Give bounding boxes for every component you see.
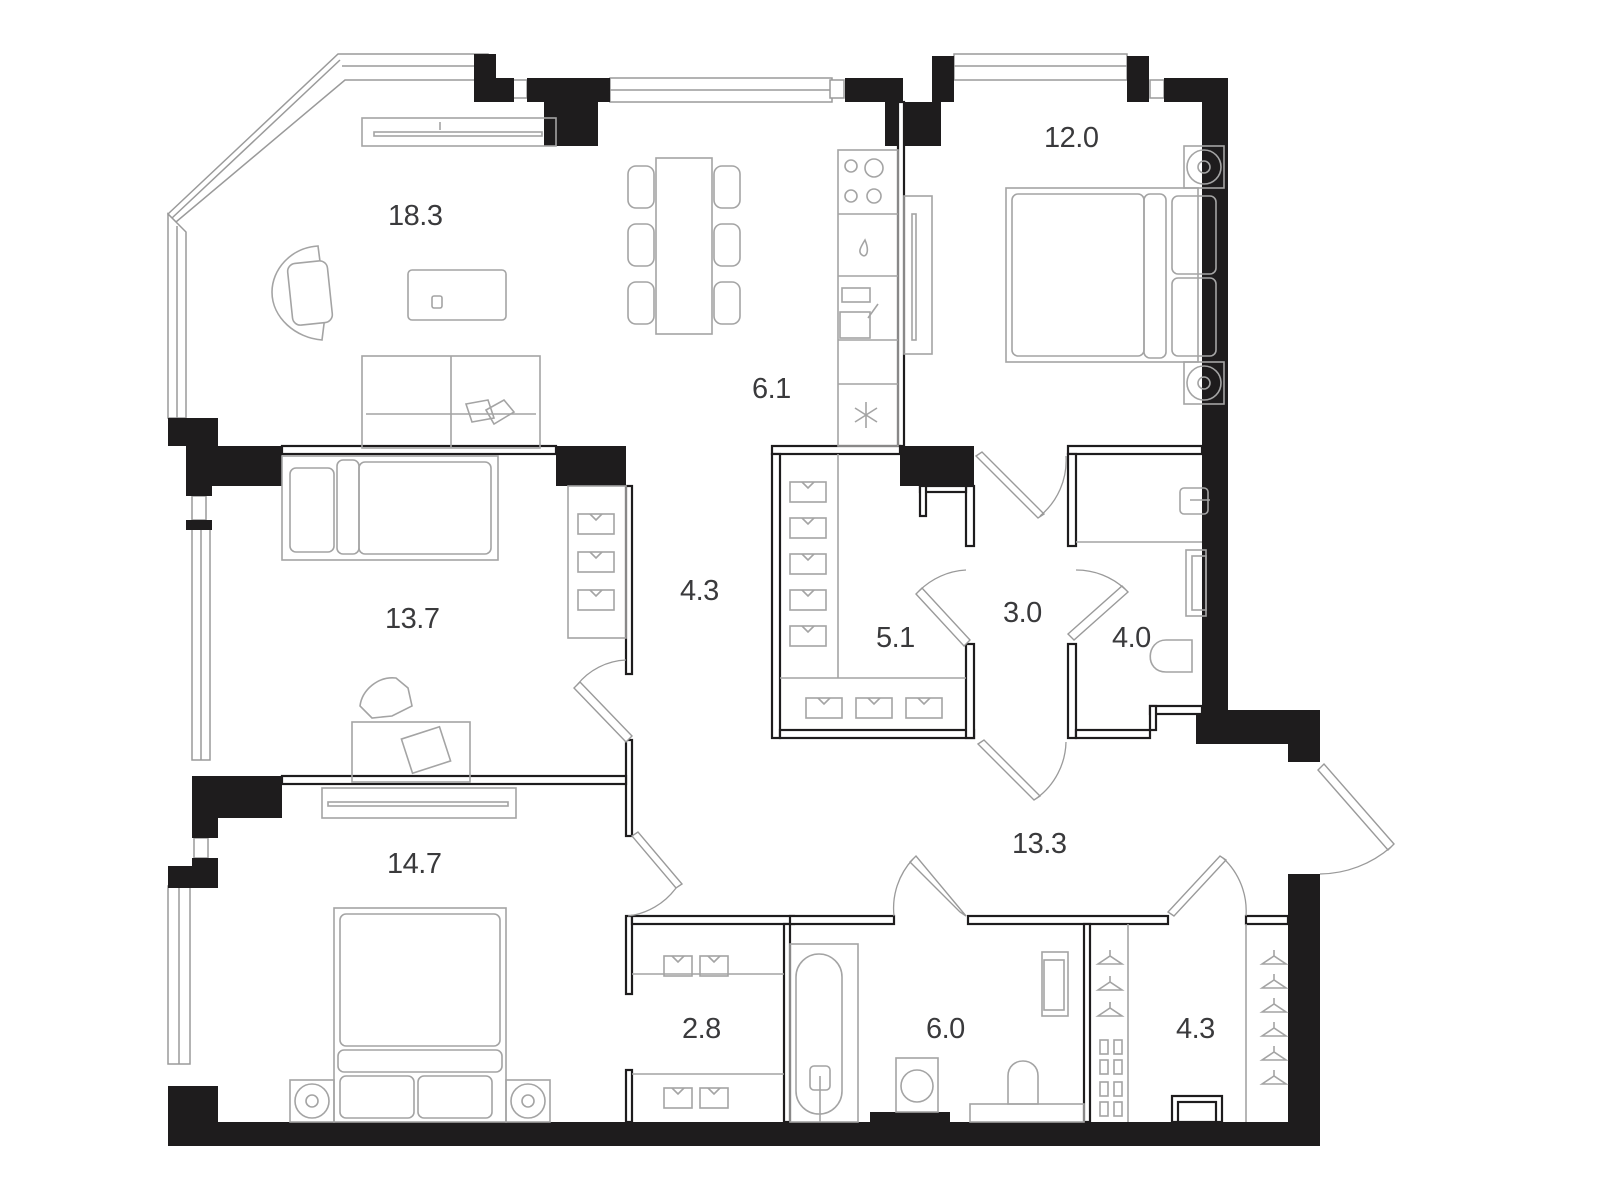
room-area-wc: 4.0 (1112, 622, 1151, 654)
shoes-icon (1099, 1039, 1123, 1117)
washing-machine-icon (895, 1057, 939, 1113)
door-lobby-south[interactable] (976, 739, 1067, 801)
toilet-icon (1149, 639, 1193, 673)
bathroom-sink-icon (1041, 951, 1069, 1017)
room-area-living: 18.3 (388, 200, 442, 232)
wardrobe-icon (567, 485, 627, 639)
master-bed-icon (289, 907, 551, 1123)
wardrobe-sw-icon (632, 955, 784, 1109)
dressing-icon (1095, 924, 1289, 1124)
room-area-master-bedroom: 14.7 (387, 848, 441, 880)
dining-table-icon (627, 157, 741, 335)
closet-c-icon (780, 454, 966, 719)
furniture (271, 117, 1289, 1124)
door-master-bedroom[interactable] (627, 831, 684, 917)
room-area-bathroom: 6.0 (926, 1013, 965, 1045)
door-wardrobe-c[interactable] (915, 569, 971, 648)
room-area-kitchen: 6.1 (752, 373, 791, 405)
bathtub-icon (789, 943, 859, 1123)
tv-icon (361, 117, 557, 147)
water-drop-icon (859, 238, 869, 257)
room-area-kids-room: 13.7 (385, 603, 439, 635)
doors (573, 451, 1395, 917)
door-kids-room[interactable] (573, 659, 633, 743)
room-area-corridor-w: 4.3 (680, 575, 719, 607)
room-labels: 18.3 6.1 12.0 4.3 13.7 5.1 3.0 4.0 13.3 … (385, 122, 1215, 1045)
door-bathroom[interactable] (892, 854, 967, 917)
fridge-snowflake-icon (854, 402, 878, 428)
window-bay-top (166, 53, 489, 224)
hanger-icon (1095, 950, 1125, 965)
tv-icon-bedroom (903, 195, 933, 355)
door-dressing[interactable] (1166, 855, 1247, 917)
room-area-lobby: 3.0 (1003, 597, 1042, 629)
partition-walls (280, 100, 1290, 1124)
double-bed-icon (1005, 145, 1225, 405)
window-bedroom-top (953, 53, 1128, 81)
wc-fixtures-icon (1076, 487, 1210, 673)
sofa-icon (361, 355, 541, 449)
door-wc[interactable] (1066, 569, 1130, 641)
room-area-wardrobe-c: 5.1 (876, 622, 915, 654)
door-entrance[interactable] (1317, 762, 1395, 875)
room-area-bedroom-ne: 12.0 (1044, 122, 1098, 154)
room-area-dressing: 4.3 (1176, 1013, 1215, 1045)
structural-walls (168, 54, 1320, 1146)
tv-icon-master (321, 787, 517, 819)
desk-icon (351, 677, 471, 783)
room-area-wardrobe-sw: 2.8 (682, 1013, 721, 1045)
kitchen-counter-icon (837, 149, 899, 447)
coffee-table-icon (407, 269, 507, 321)
door-bedroom-ne[interactable] (974, 451, 1067, 519)
single-bed-icon (281, 455, 499, 561)
windows (166, 53, 1165, 1065)
armchair-icon (271, 245, 334, 341)
sink-icon (839, 311, 871, 339)
room-area-hall: 13.3 (1012, 828, 1066, 860)
bathroom-toilet-icon (969, 1060, 1085, 1123)
stove-burner-icon (844, 159, 858, 173)
